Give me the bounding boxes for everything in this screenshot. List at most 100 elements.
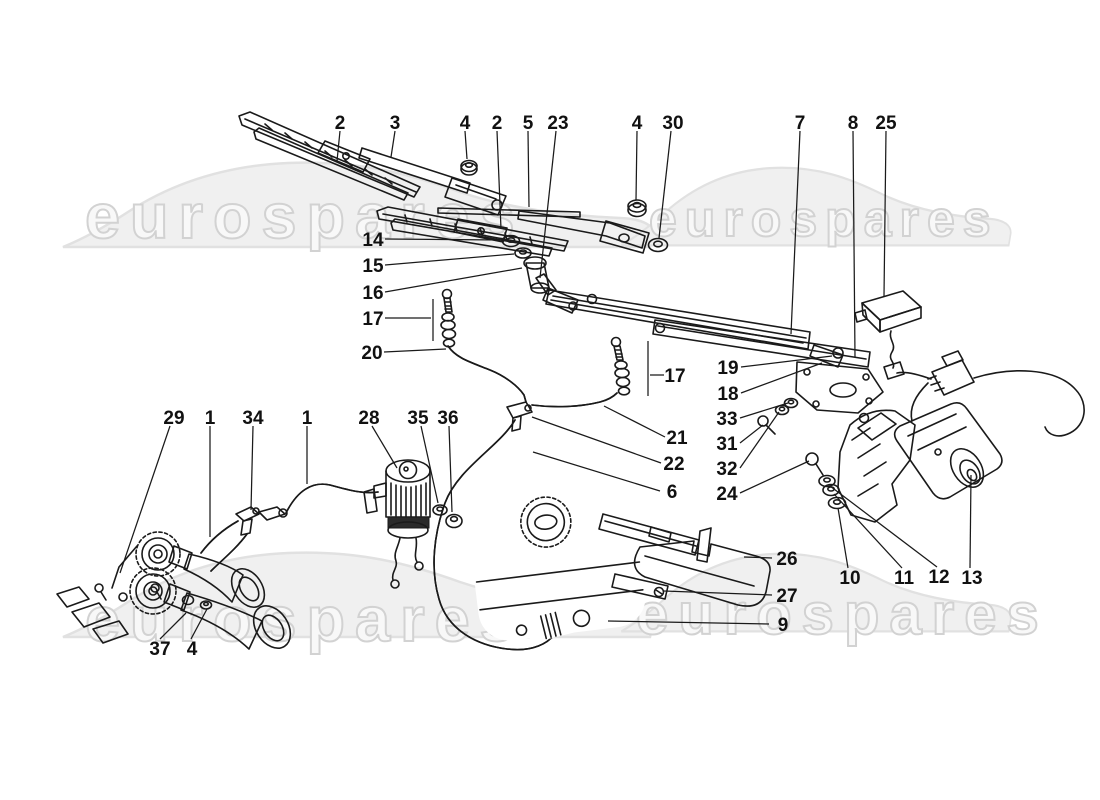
washer-35 — [432, 504, 448, 516]
callout-label: 17 — [362, 309, 383, 330]
air-compressor-28 — [363, 459, 431, 589]
washer-tube-21 — [531, 392, 618, 408]
callout-label: 9 — [778, 615, 789, 636]
leader-line — [371, 425, 398, 469]
callout-label: 25 — [875, 113, 897, 134]
horn-hose-1-left — [200, 520, 239, 554]
leader-line — [829, 485, 938, 568]
wiring-connector — [896, 350, 1085, 437]
leader-line — [635, 130, 638, 201]
callout-label: 22 — [663, 454, 684, 475]
watermark-text: eurospares — [649, 191, 999, 247]
callout-label: 14 — [362, 230, 384, 251]
screw-31-washers-32-33 — [757, 397, 799, 435]
washer-pump-under-tank — [515, 608, 591, 642]
leader-line — [883, 130, 887, 297]
callout-label: 30 — [662, 113, 683, 134]
callout-label: 10 — [839, 568, 860, 589]
leader-line — [739, 411, 780, 469]
callout-label: 15 — [362, 256, 384, 277]
callout-label: 4 — [460, 113, 471, 134]
leader-line — [384, 267, 523, 293]
leader-line — [740, 362, 823, 394]
washer-jet-17b — [610, 336, 631, 396]
callout-label: 1 — [302, 408, 313, 429]
callout-label: 35 — [407, 408, 429, 429]
callout-label: 37 — [149, 639, 170, 660]
leader-line — [790, 130, 801, 335]
leader-line — [969, 474, 972, 569]
leader-line — [658, 130, 672, 239]
washer-jet-17a — [440, 288, 457, 348]
callout-label: 32 — [716, 459, 737, 480]
leader-line — [833, 493, 903, 569]
leader-line — [603, 405, 666, 438]
callout-label: 6 — [667, 482, 678, 503]
callout-label: 7 — [795, 113, 806, 134]
leader-line — [496, 130, 502, 230]
callout-label: 29 — [163, 408, 184, 429]
callout-label: 27 — [776, 586, 797, 607]
leader-line — [739, 460, 810, 494]
callout-label: 17 — [664, 366, 685, 387]
callout-label: 23 — [547, 113, 568, 134]
leader-line — [464, 130, 468, 160]
callout-label: 4 — [187, 639, 198, 660]
leader-line — [384, 253, 515, 266]
callout-label: 12 — [928, 567, 949, 588]
callout-label: 33 — [716, 409, 737, 430]
wiper-arm-5 — [437, 207, 650, 254]
callout-label: 36 — [437, 408, 458, 429]
grommet-30 — [647, 237, 669, 253]
leader-line — [159, 612, 187, 640]
leader-line — [607, 620, 770, 625]
leader-line — [250, 425, 254, 511]
leader-line — [852, 130, 856, 358]
leader-line — [532, 451, 661, 492]
callout-label: 18 — [717, 384, 738, 405]
air-horn-lower — [129, 567, 292, 650]
callout-label: 21 — [666, 428, 688, 449]
leader-line — [383, 348, 447, 353]
air-horn-upper — [135, 531, 266, 608]
leader-line — [539, 130, 557, 279]
leader-line — [420, 425, 439, 504]
leader-line — [527, 130, 530, 208]
strap-27 — [611, 573, 669, 600]
callout-label: 3 — [390, 113, 401, 134]
leader-line — [190, 608, 208, 640]
nut-36 — [445, 513, 463, 529]
leader-line — [740, 355, 833, 368]
leader-line — [743, 556, 773, 559]
callout-label: 11 — [894, 568, 915, 589]
leader-line — [531, 416, 662, 464]
washer-tube-20 — [447, 345, 527, 403]
drawing-layer — [56, 111, 1085, 651]
arm-nut-4b — [627, 199, 647, 218]
leader-line — [739, 424, 764, 444]
horn-hose-1-to-compressor — [285, 483, 379, 514]
leader-line — [663, 590, 773, 596]
relay-25 — [854, 290, 922, 380]
arm-nut-4a — [460, 159, 478, 176]
callout-label: 1 — [205, 408, 216, 429]
callout-label: 19 — [717, 358, 738, 379]
callout-label: 28 — [358, 408, 379, 429]
callout-label: 26 — [776, 549, 797, 570]
wiper-spindle-23 — [535, 273, 579, 314]
heat-shield-26 — [598, 513, 771, 607]
callout-label: 4 — [632, 113, 643, 134]
leader-line — [448, 425, 453, 513]
leader-line — [837, 507, 849, 569]
callout-label: 8 — [848, 113, 859, 134]
callout-label: 24 — [716, 484, 738, 505]
callout-label: 2 — [335, 113, 346, 134]
leader-line — [119, 425, 171, 574]
motor-bracket-8 — [795, 361, 884, 414]
callout-label: 31 — [716, 434, 738, 455]
callout-label: 20 — [361, 343, 382, 364]
